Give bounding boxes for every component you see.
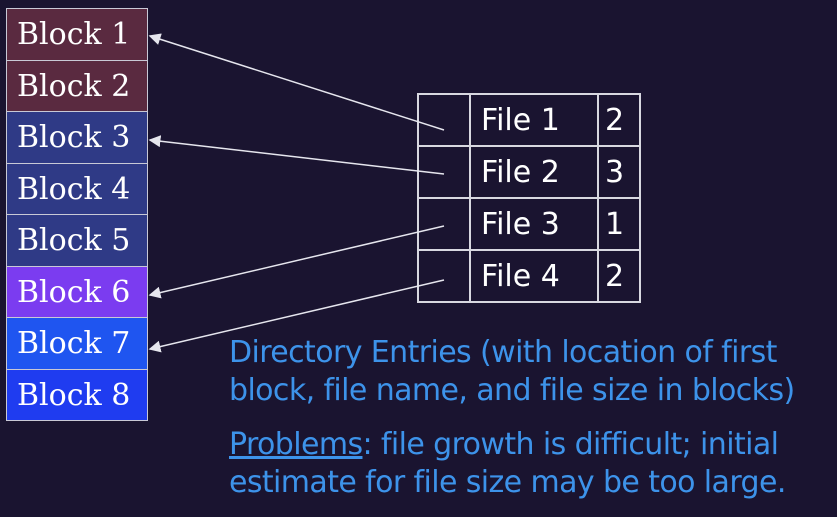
caption: Directory Entries (with location of firs… (229, 334, 795, 500)
entry-file-size: 1 (597, 197, 641, 251)
caption-line-1: Directory Entries (with location of firs… (229, 335, 777, 370)
block-3: Block 3 (6, 111, 148, 164)
block-7: Block 7 (6, 317, 148, 370)
block-4: Block 4 (6, 162, 148, 215)
problems-text-2: estimate for file size may be too large. (229, 465, 786, 500)
entry-file-size: 3 (597, 145, 641, 199)
problems-note: Problems: file growth is difficult; init… (229, 426, 786, 502)
directory-table: File 1 2 File 2 3 File 3 1 File 4 2 (417, 93, 641, 303)
entry-file-name: File 4 (469, 249, 599, 303)
entry-location-cell (417, 249, 471, 303)
entry-file-size: 2 (597, 249, 641, 303)
pointer-file-4-to-block-7 (148, 279, 445, 353)
block-1: Block 1 (6, 8, 148, 61)
entry-file-size: 2 (597, 93, 641, 147)
directory-row: File 4 2 (417, 249, 641, 303)
problems-label: Problems (229, 427, 363, 462)
directory-row: File 3 1 (417, 197, 641, 251)
entry-file-name: File 3 (469, 197, 599, 251)
pointer-file-3-to-block-6 (148, 225, 445, 299)
directory-row: File 2 3 (417, 145, 641, 199)
block-6: Block 6 (6, 265, 148, 318)
directory-row: File 1 2 (417, 93, 641, 147)
pointer-file-2-to-block-3 (148, 135, 445, 175)
entry-file-name: File 2 (469, 145, 599, 199)
disk-blocks: Block 1 Block 2 Block 3 Block 4 Block 5 … (6, 8, 148, 421)
entry-location-cell (417, 93, 471, 147)
problems-text-1: : file growth is difficult; initial (362, 427, 779, 462)
block-5: Block 5 (6, 214, 148, 267)
entry-file-name: File 1 (469, 93, 599, 147)
pointer-file-1-to-block-1 (148, 33, 445, 131)
entry-location-cell (417, 197, 471, 251)
caption-line-2: block, file name, and file size in block… (229, 373, 795, 408)
block-8: Block 8 (6, 368, 148, 421)
